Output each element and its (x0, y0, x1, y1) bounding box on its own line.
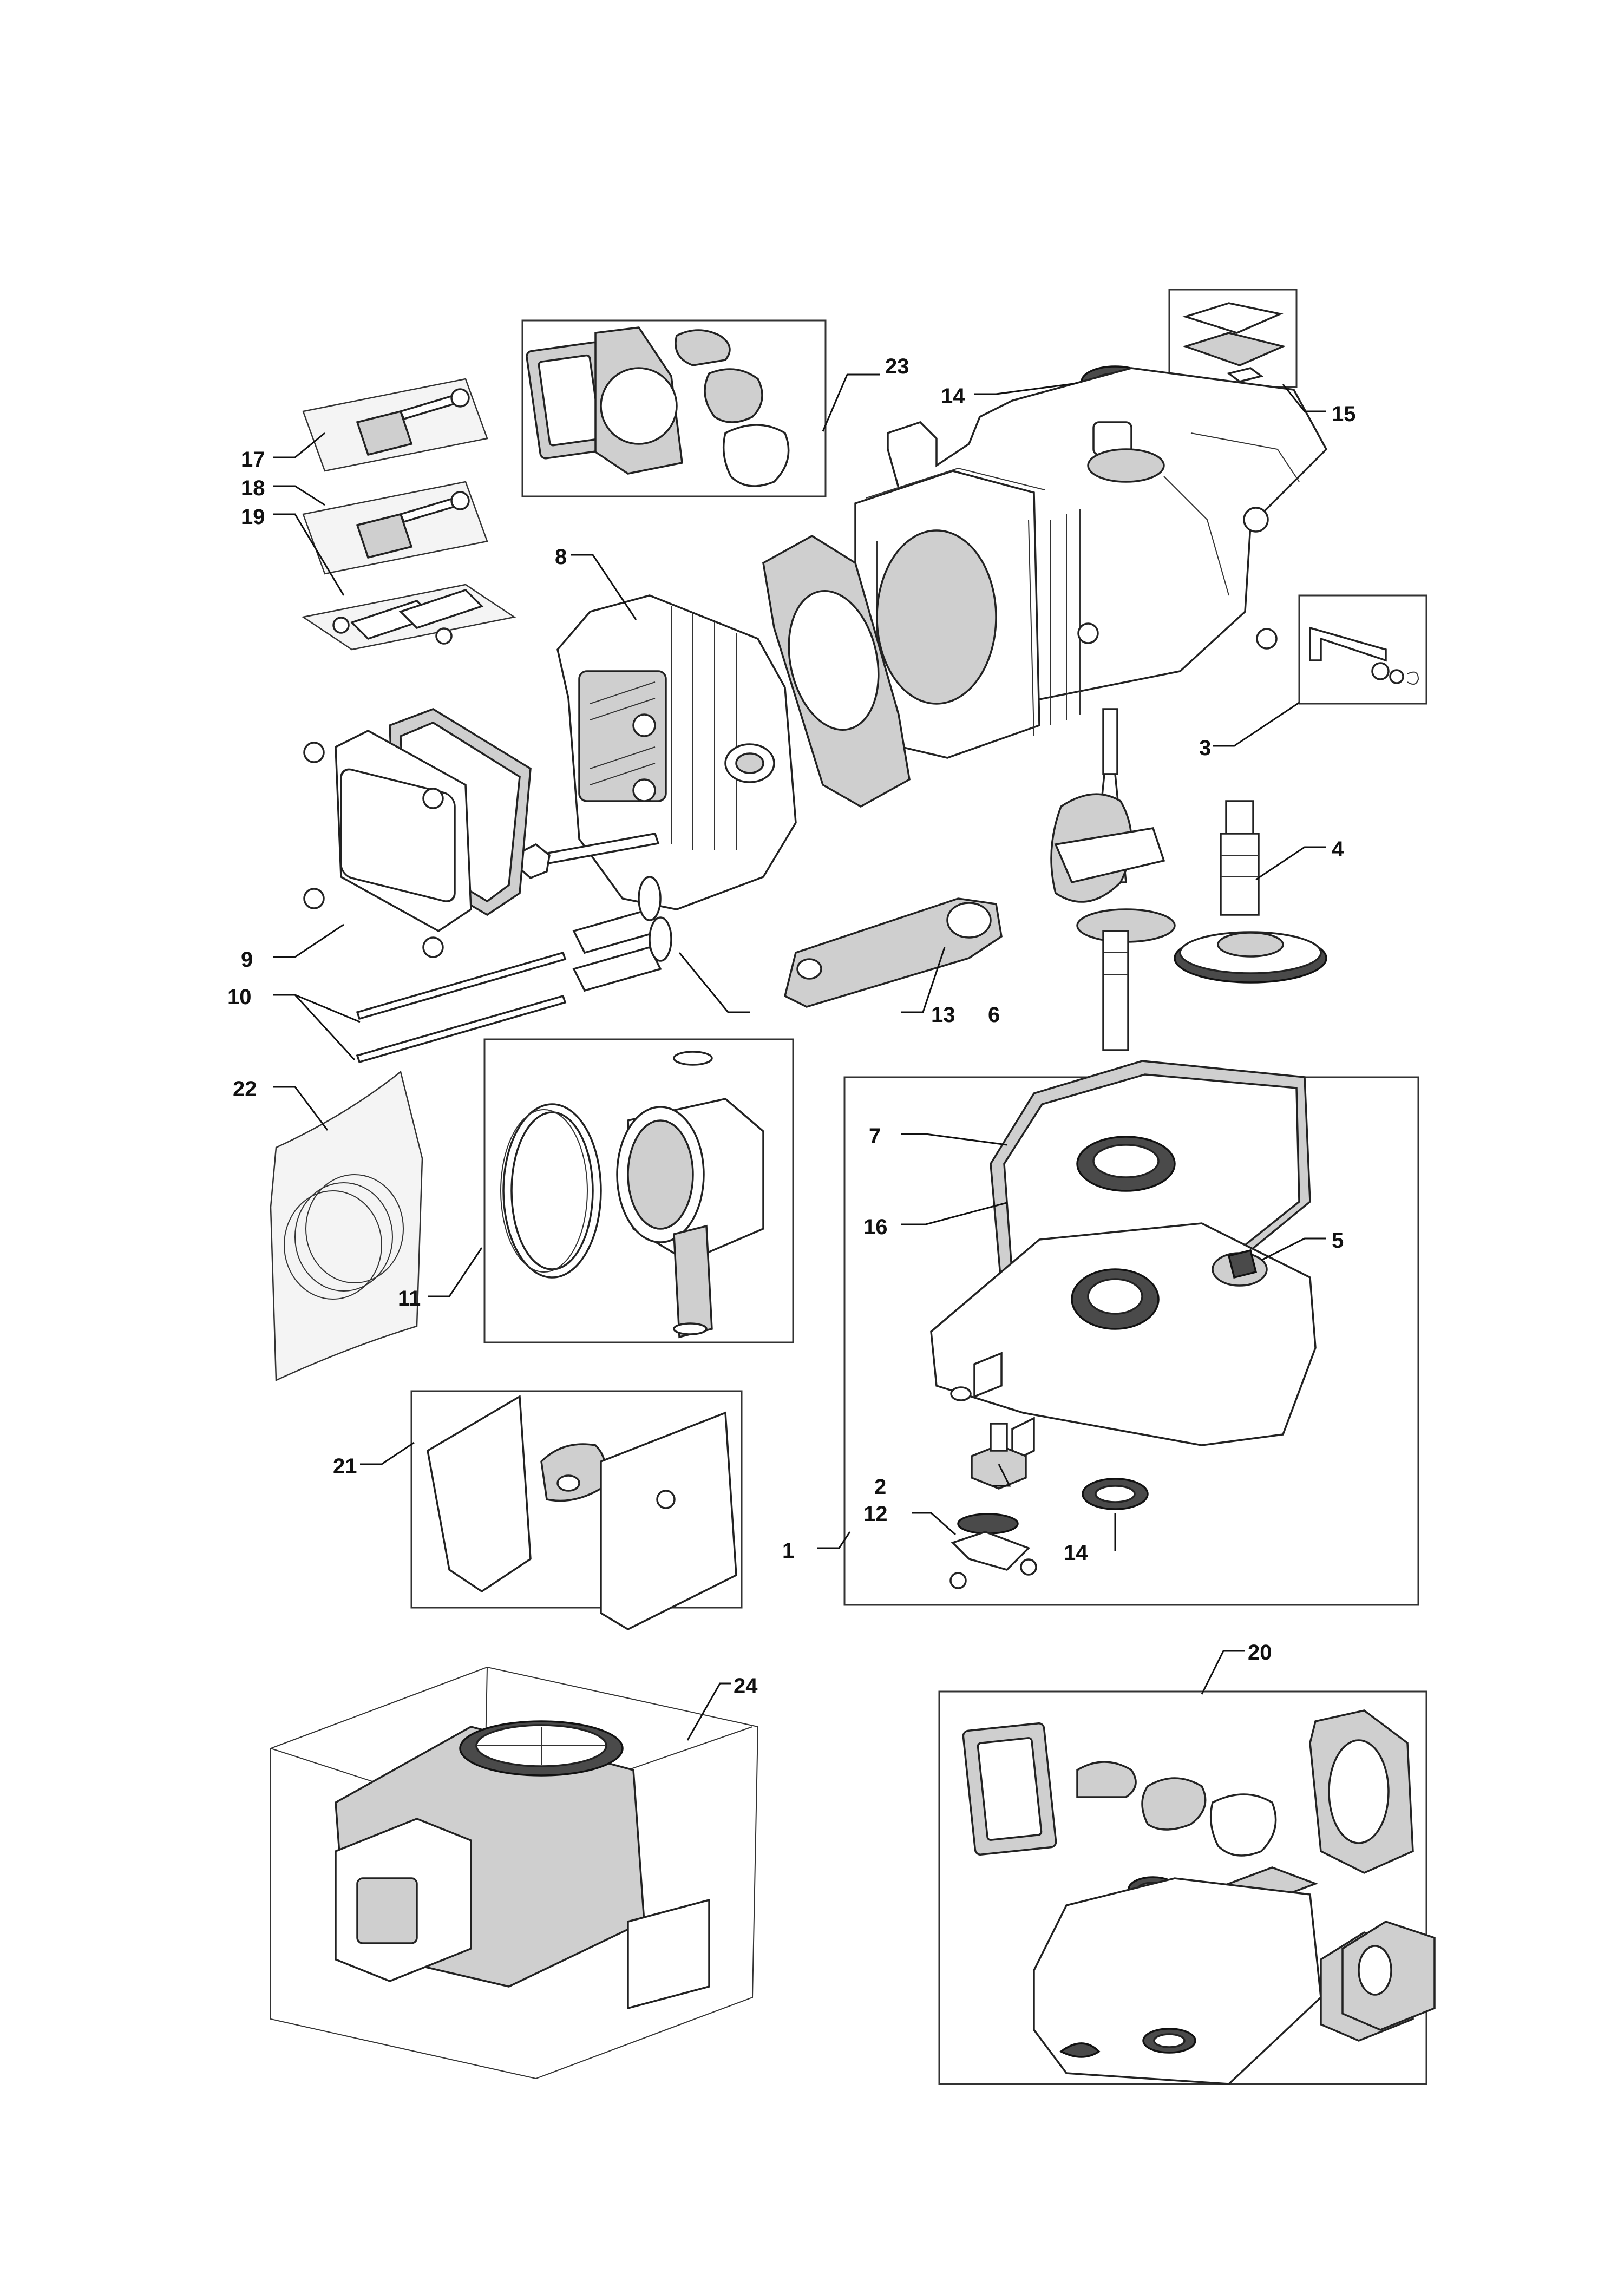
breather-kit-15 (1168, 289, 1298, 388)
oil-seal-14-bottom (1082, 1478, 1149, 1510)
piston-kit-11 (483, 1038, 794, 1343)
callout-5: 5 (1332, 1229, 1344, 1253)
callout-17: 17 (241, 448, 265, 471)
callout-13: 13 (931, 1003, 955, 1027)
callout-18: 18 (241, 476, 265, 500)
leader-lines (273, 373, 1326, 1741)
callout-9: 9 (241, 948, 253, 972)
callout-10: 10 (227, 985, 252, 1009)
crankshaft-6 (1050, 708, 1176, 1051)
callout-4: 4 (1332, 837, 1344, 861)
valve-bag-17 (302, 378, 488, 472)
governor-shaft-kit-3 (1298, 594, 1427, 705)
callout-labels: 1 2 3 4 5 6 7 8 9 10 11 12 13 14 14 15 1… (227, 355, 1356, 1698)
connecting-rod-13 (783, 897, 1003, 1008)
callout-14-top: 14 (941, 384, 965, 408)
valve-cover-9 (303, 708, 532, 958)
valve-bag-18 (302, 481, 488, 575)
gasket-kit-20 (938, 1690, 1436, 2085)
callout-8: 8 (555, 545, 567, 569)
governor-gear-2 (971, 1423, 1027, 1490)
callout-22: 22 (233, 1077, 257, 1101)
callout-6: 6 (988, 1003, 1000, 1027)
callout-12: 12 (863, 1502, 888, 1526)
callout-15: 15 (1332, 402, 1356, 426)
rocker-bag-19 (301, 584, 516, 651)
engine-block (854, 367, 1328, 759)
callout-16: 16 (863, 1215, 888, 1239)
callout-7: 7 (869, 1124, 881, 1148)
complete-engine-24 (270, 1666, 759, 2080)
callout-20: 20 (1248, 1641, 1272, 1664)
gasket-kit-23 (521, 319, 827, 497)
oil-pickup-12 (949, 1513, 1037, 1589)
callout-23: 23 (885, 355, 909, 378)
callout-2: 2 (874, 1475, 886, 1499)
push-rods-10 (356, 876, 672, 1064)
callout-14-bottom: 14 (1064, 1541, 1088, 1565)
piston-ring-bag-22 (270, 1070, 423, 1381)
callout-1: 1 (782, 1539, 794, 1563)
callout-19: 19 (241, 505, 265, 529)
head-gasket (762, 534, 911, 808)
crankcase-cover-kit-1 (843, 1060, 1419, 1606)
callout-3: 3 (1199, 736, 1211, 760)
camshaft-4 (1174, 800, 1327, 984)
air-baffle-kit-21 (410, 1390, 743, 1630)
callout-24: 24 (734, 1674, 758, 1698)
head-bolt (516, 833, 660, 880)
callout-11: 11 (398, 1287, 421, 1310)
cylinder-head-8 (556, 594, 797, 910)
callout-21: 21 (333, 1454, 357, 1478)
